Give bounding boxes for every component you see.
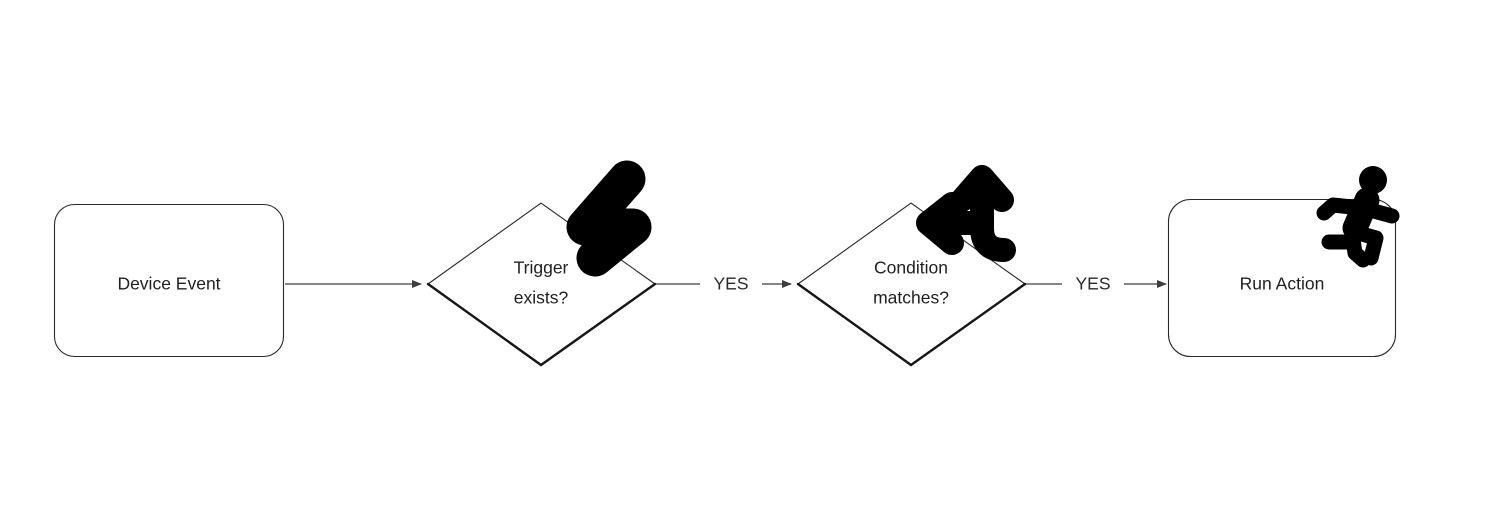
edge-trigger-to-condition: YES <box>656 274 792 294</box>
condition-diamond-bottom-edges <box>796 282 1027 367</box>
edge-label-yes-1: YES <box>713 274 748 294</box>
running-person-front-leg <box>1347 224 1384 266</box>
running-person-back-arm <box>1316 197 1369 221</box>
device-event-label: Device Event <box>117 274 220 294</box>
trigger-exists-label-line1: Trigger <box>514 258 569 278</box>
running-person-front-arm <box>1362 202 1400 224</box>
node-condition-matches[interactable]: Condition matches? <box>796 202 1027 367</box>
device-event-shape-outline <box>53 203 285 358</box>
node-device-event[interactable]: Device Event <box>53 203 285 358</box>
node-trigger-exists[interactable]: Trigger exists? <box>426 202 657 367</box>
running-person-head <box>1359 166 1387 194</box>
trigger-diamond-bottom-edges <box>426 282 657 367</box>
trigger-exists-label-line2: exists? <box>514 288 569 308</box>
branch-arrow-icon <box>916 165 1016 262</box>
run-action-label: Run Action <box>1240 274 1325 294</box>
device-event-shape-fill <box>54 204 284 357</box>
condition-matches-label-line1: Condition <box>874 258 948 278</box>
edge-label-yes-2: YES <box>1075 274 1110 294</box>
edge-condition-to-run-action: YES <box>1026 274 1167 294</box>
condition-matches-label-line2: matches? <box>873 288 949 308</box>
lightning-bolt-icon <box>566 160 652 277</box>
run-action-shape-outline <box>1167 198 1397 358</box>
running-person-icon <box>1316 166 1400 268</box>
